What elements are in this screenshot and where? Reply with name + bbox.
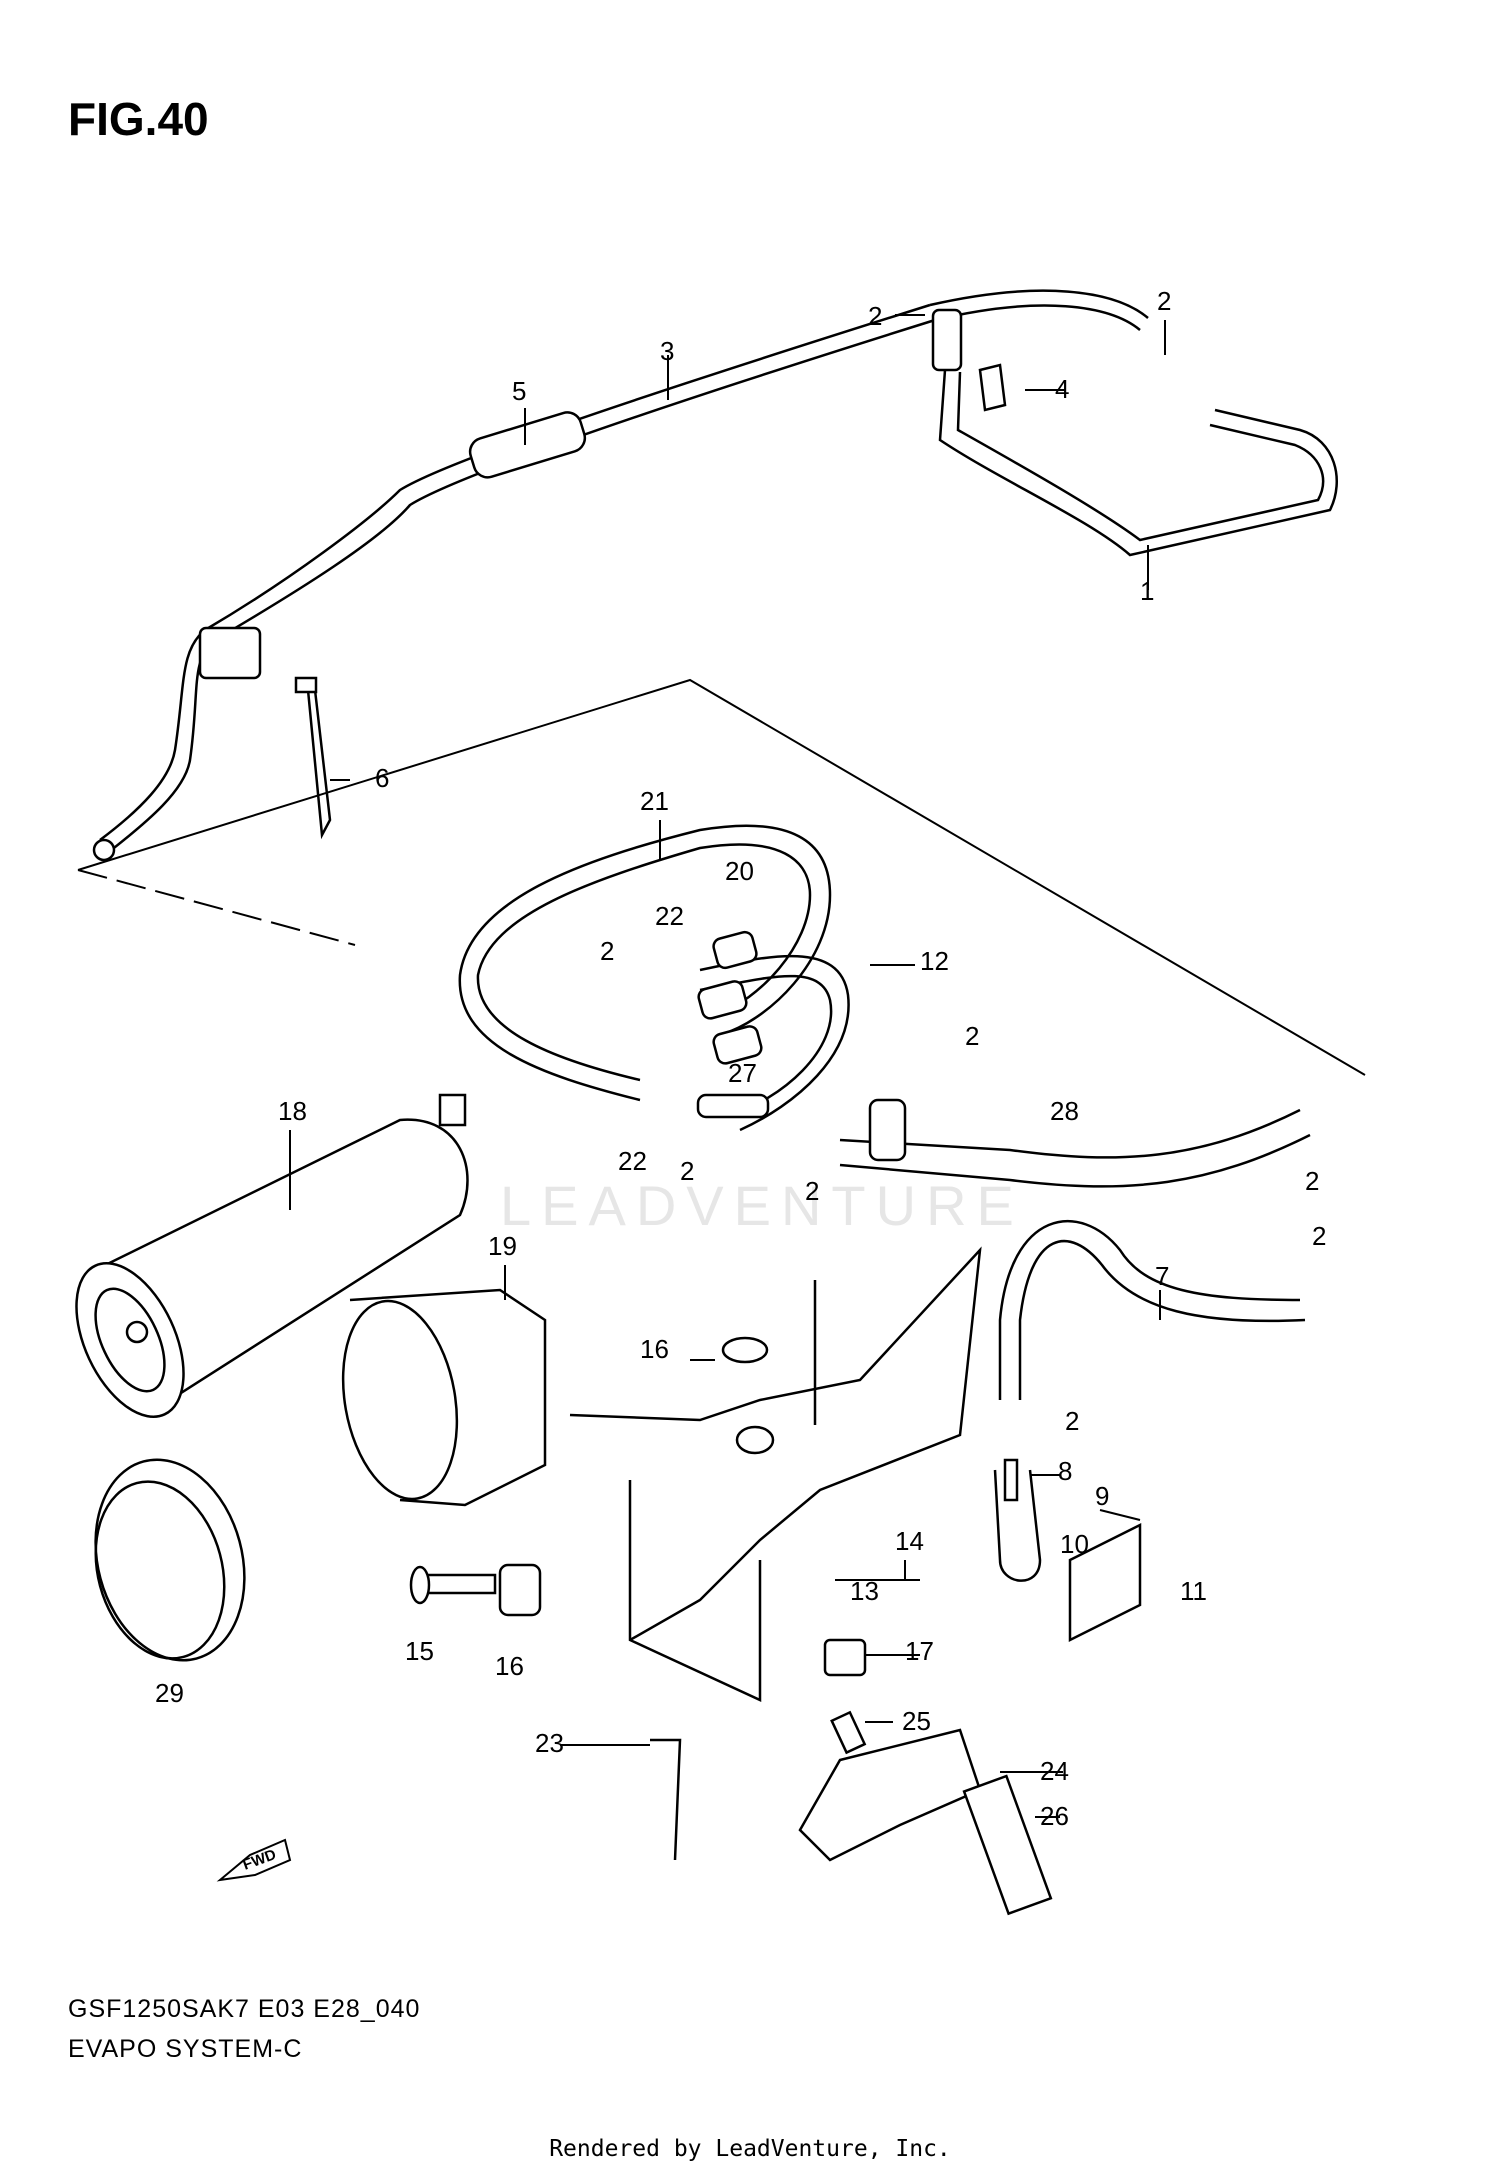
fasteners — [409, 1336, 867, 1861]
callout-2: 2 — [600, 936, 614, 966]
callout-6: 6 — [375, 763, 389, 793]
rendered-by-footer: Rendered by LeadVenture, Inc. — [549, 2136, 951, 2162]
callout-20: 20 — [725, 856, 754, 886]
callout-21: 21 — [640, 786, 669, 816]
callout-2: 2 — [1065, 1406, 1079, 1436]
callout-18: 18 — [278, 1096, 307, 1126]
cover-and-cap — [94, 1288, 547, 1662]
system-name: EVAPO SYSTEM-C — [68, 2035, 303, 2063]
callout-13: 13 — [850, 1576, 879, 1606]
canister — [75, 1093, 469, 1418]
callout-17: 17 — [905, 1636, 934, 1666]
callout-9: 9 — [1095, 1481, 1109, 1511]
callout-26: 26 — [1040, 1801, 1069, 1831]
tie-and-clip — [294, 363, 1007, 840]
callout-22: 22 — [618, 1146, 647, 1176]
callout-27: 27 — [728, 1058, 757, 1088]
callout-11: 11 — [1180, 1576, 1207, 1606]
figure-title: FIG.40 — [68, 93, 209, 145]
callout-2: 2 — [1312, 1221, 1326, 1251]
callout-23: 23 — [535, 1728, 564, 1758]
callout-29: 29 — [155, 1678, 184, 1708]
middle-hoses — [458, 824, 1311, 1188]
fwd-arrow: FWD — [216, 1838, 292, 1882]
callout-4: 4 — [1055, 374, 1069, 404]
callout-2: 2 — [680, 1156, 694, 1186]
callout-24: 24 — [1040, 1756, 1069, 1786]
callout-3: 3 — [660, 336, 674, 366]
callout-2: 2 — [1157, 286, 1171, 316]
hose-7-and-valve — [993, 1219, 1306, 1582]
upper-hose-assembly — [92, 289, 1338, 862]
callout-14: 14 — [895, 1526, 924, 1556]
callout-15: 15 — [405, 1636, 434, 1666]
callout-16: 16 — [640, 1334, 669, 1364]
callout-10: 10 — [1060, 1529, 1089, 1559]
callout-labels: 1 2 2 2 2 2 2 2 2 2 3 4 5 6 7 8 9 10 11 … — [155, 286, 1326, 1831]
callout-12: 12 — [920, 946, 949, 976]
callout-25: 25 — [902, 1706, 931, 1736]
callout-1: 1 — [1140, 576, 1154, 606]
callout-16: 16 — [495, 1651, 524, 1681]
group-outline — [77, 678, 1366, 1076]
callout-7: 7 — [1155, 1261, 1169, 1291]
leader-lines — [289, 314, 1166, 1818]
callout-2: 2 — [868, 301, 882, 331]
bracket — [569, 1246, 982, 1702]
drawing-code: GSF1250SAK7 E03 E28_040 — [68, 1995, 421, 2023]
callout-2: 2 — [805, 1176, 819, 1206]
callout-19: 19 — [488, 1231, 517, 1261]
callout-28: 28 — [1050, 1096, 1079, 1126]
callout-22: 22 — [655, 901, 684, 931]
watermark: LEADVENTURE — [500, 1174, 1024, 1237]
callout-8: 8 — [1058, 1456, 1072, 1486]
brackets-misc — [798, 1522, 1142, 1916]
callout-2: 2 — [965, 1021, 979, 1051]
callout-2: 2 — [1305, 1166, 1319, 1196]
callout-5: 5 — [512, 376, 526, 406]
